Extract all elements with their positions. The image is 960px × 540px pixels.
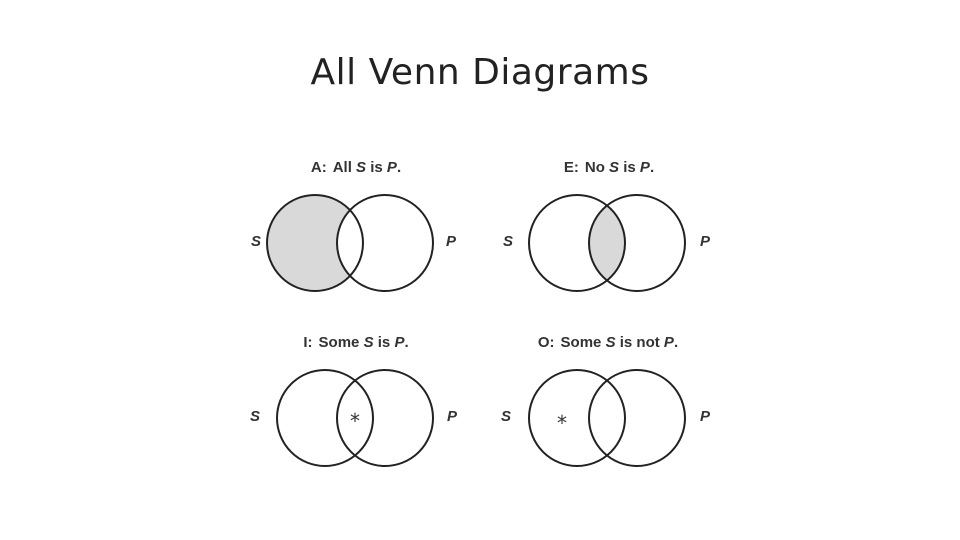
label-s-e: S <box>503 233 513 250</box>
existence-mark-o: * <box>557 411 567 435</box>
label-p-o: P <box>700 408 711 425</box>
label-s-i: S <box>250 408 260 425</box>
label-p-i: P <box>447 408 458 425</box>
caption-o: O:Some S is not P. <box>538 334 678 351</box>
shade-s-only-a <box>267 195 363 291</box>
shade-intersection-e <box>589 195 625 291</box>
circle-s-e <box>528 194 626 292</box>
existence-mark-i: * <box>350 409 360 433</box>
label-p-a: P <box>446 233 457 250</box>
label-p-e: P <box>700 233 711 250</box>
venn-diagram-i: I:Some S is P. * S P <box>250 334 458 467</box>
circle-s-i <box>276 369 374 467</box>
circle-s-o <box>528 369 626 467</box>
venn-diagram-a: A:All S is P. S P <box>251 159 457 292</box>
circle-s-a <box>266 194 364 292</box>
label-s-a: S <box>251 233 261 250</box>
circle-p-i <box>336 369 434 467</box>
circle-p-e <box>588 194 686 292</box>
circle-p-a <box>336 194 434 292</box>
circle-p-o <box>588 369 686 467</box>
slide-title: All Venn Diagrams <box>310 52 650 93</box>
caption-i: I:Some S is P. <box>303 334 408 351</box>
caption-e: E:No S is P. <box>564 159 654 176</box>
caption-a: A:All S is P. <box>311 159 401 176</box>
label-s-o: S <box>501 408 511 425</box>
venn-diagram-o: O:Some S is not P. * S P <box>501 334 711 467</box>
venn-diagram-e: E:No S is P. S P <box>503 159 711 292</box>
